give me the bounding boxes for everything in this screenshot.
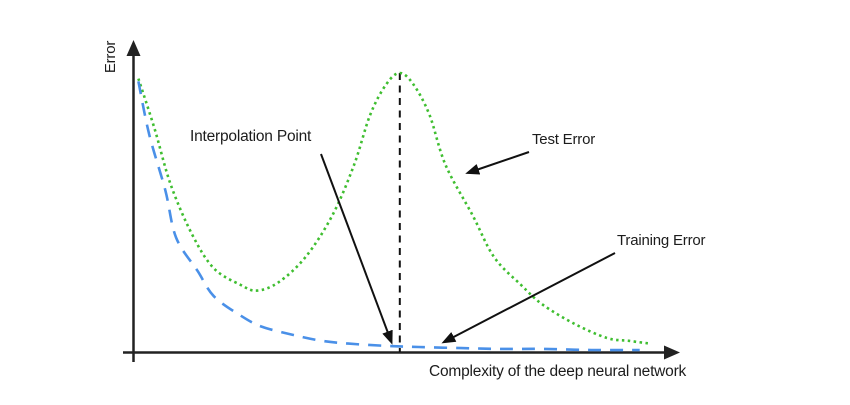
training-error-label: Training Error <box>617 232 706 249</box>
test-error-label: Test Error <box>532 131 596 148</box>
test-error-arrow <box>465 151 530 175</box>
interpolation-point-label: Interpolation Point <box>190 128 312 145</box>
axes <box>123 40 680 362</box>
series-training-error <box>137 81 640 352</box>
curve-group <box>137 71 651 352</box>
x-axis-label: Complexity of the deep neural network <box>429 363 687 380</box>
annotation-arrows <box>320 151 616 345</box>
series-test-error <box>137 71 651 345</box>
y-axis-label: Error <box>102 40 119 74</box>
interpolation-arrow <box>320 153 393 345</box>
training-error-arrow <box>441 252 616 344</box>
